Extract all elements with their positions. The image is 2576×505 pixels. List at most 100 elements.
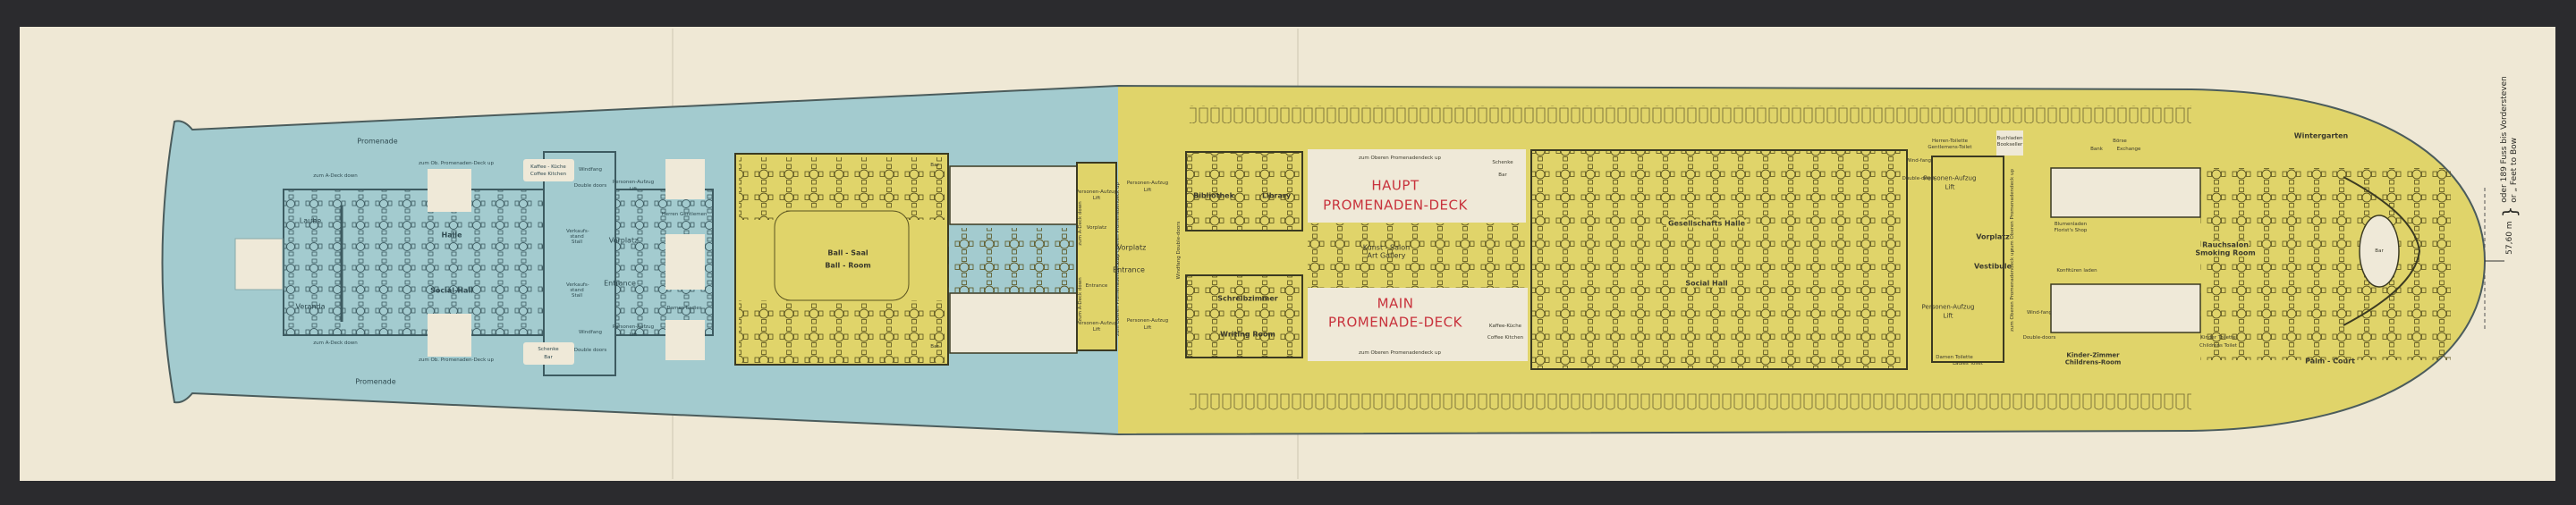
coffee-kitchen-2-en: Coffee Kitchen (1487, 335, 1524, 341)
bookseller-box (1996, 130, 2023, 156)
bow-distance-line2: or „ Feet to Bow (2510, 138, 2519, 203)
laube-label: Laube (299, 216, 322, 225)
upper-stair-bottom: zum Oberen Promenadendeck up (1359, 350, 1441, 356)
vorplatz-label: Vorplatz (608, 236, 639, 245)
double-doors-top: Double doors (573, 183, 607, 189)
bar-box (523, 342, 574, 365)
casing (665, 234, 705, 290)
fwd-double-doors-bottom: Double-doors (2022, 335, 2056, 341)
fwd-windfang-top: Wind-fang (1905, 158, 1932, 164)
exchange-de: Börse (2113, 139, 2127, 144)
child-toilet-de: Kinder Toilette (2200, 335, 2236, 341)
entrance-label: Entrance (604, 279, 636, 288)
stair-a-deck-top: zum A-Deck down (313, 173, 358, 179)
bow-distance-value: 57,60 m (2504, 221, 2514, 255)
dance-floor (774, 210, 910, 301)
mid-lift-bottom-de: Personen-Aufzug (1075, 321, 1118, 326)
stair-upper-bottom: zum Ob. Promenaden-Deck up (418, 358, 495, 363)
mid-lift-top-de: Personen-Aufzug (1075, 189, 1118, 195)
halle-label: Halle (441, 231, 462, 240)
gents-toilet: Herren Gentlemen (661, 212, 708, 217)
windfang-double-doors: Windfang Double-doors (1176, 221, 1182, 280)
casing (665, 159, 705, 199)
fwd-stair-upper-top: zum Oberen Promenadendeck up (2010, 169, 2015, 251)
writing-room-en: Writing Room (1220, 330, 1275, 339)
child-toilet-en: Childrens Toilet (2199, 343, 2237, 349)
bookseller-en: Bookseller (1996, 142, 2023, 147)
brace: } (2499, 206, 2521, 218)
social-hall-room (1530, 149, 1908, 370)
casing (2050, 283, 2201, 333)
mid-lift-bottom-en: Lift (1092, 327, 1101, 332)
casing-haupt (1308, 149, 1526, 223)
casing (949, 292, 1078, 354)
fwd-vestibule: Vestibule (1973, 262, 2012, 271)
florist-de: Blumenladen (2054, 222, 2088, 227)
bar-de: Schenke (538, 347, 559, 352)
childrens-room-en: Childrens-Room (2064, 358, 2122, 366)
writing-room-de: Schreibzimmer (1217, 294, 1278, 303)
windfang-top: Windfang (578, 167, 603, 173)
stern-casing (234, 238, 284, 290)
bank-label: Bank (2090, 147, 2103, 152)
lift-bottom-en: Lift (629, 332, 638, 338)
fwd-windfang-bottom: Wind-fang (2026, 310, 2053, 316)
coffee-kitchen-en: Coffee Kitchen (530, 172, 567, 177)
promenade-label-top: Promenade (357, 137, 398, 146)
lift-2-top-en: Lift (1143, 188, 1152, 193)
writing-room (1185, 274, 1303, 358)
ladies-toilet: Damen Ladies (666, 306, 702, 311)
bow-distance-line1: oder 189 Fuss bis Vordersteven (2500, 76, 2509, 203)
stair-upper-2-bottom: zum Oberen Promenadendeck up (1115, 254, 1121, 336)
ballroom-de: Ball - Saal (827, 248, 869, 257)
windfang-bottom: Windfang (578, 330, 603, 335)
social-hall-en: Social Hall (1683, 279, 1730, 288)
ballroom-corridor (948, 228, 1082, 292)
lift-2-bottom-en: Lift (1143, 325, 1152, 331)
deck-title-en-line2: PROMENADE-DECK (1328, 314, 1462, 331)
aft-entrance-area (543, 151, 616, 376)
ladies-toilet-de: Damen Toilette (1936, 355, 1973, 360)
coffee-kitchen-2-de: Kaffee-Küche (1488, 324, 1522, 329)
mid-a-deck-bottom: zum A-Deck down (1078, 277, 1083, 322)
entrance-2-label: Entrance (1113, 265, 1145, 274)
social-hall-de: Gesellschafts Halle (1665, 219, 1748, 228)
bookseller-de: Buchladen (1996, 136, 2023, 141)
stall-bottom: Verkaufs-stand Stall (566, 282, 589, 299)
mid-vorplatz: Vorplatz (1086, 225, 1107, 231)
double-doors-bottom: Double doors (573, 348, 607, 353)
deck-title-en-line1: MAIN (1377, 295, 1414, 312)
mid-a-deck-top: zum A-Deck down (1078, 201, 1083, 246)
ballroom-bar-top: Bar (930, 163, 939, 168)
casing (428, 169, 471, 212)
social-hall-label: Social-Hall (430, 286, 473, 295)
ladies-toilet-en: Ladies Toilet (1953, 361, 1983, 366)
florist-en: Florist's Shop (2054, 228, 2088, 233)
promenade-label-bottom: Promenade (355, 377, 396, 386)
gents-toilet-de: Herren-Toilette (1931, 139, 1969, 144)
lift-bottom-de: Personen-Aufzug (612, 324, 655, 330)
bow-distance-text: oder 189 Fuss bis Vordersteven or „ Feet… (2500, 76, 2520, 203)
stair-upper-2-top: zum Oberen Promenadendeck up (1115, 182, 1121, 265)
stair-entrance-block (1076, 162, 1117, 351)
vorplatz-2-label: Vorplatz (1116, 243, 1147, 252)
art-gallery-en: Art Gallery (1367, 251, 1406, 260)
casing-main (1308, 288, 1528, 361)
art-gallery-room (1308, 223, 1528, 288)
lift-2-top-de: Personen-Aufzug (1126, 181, 1169, 186)
ballroom-en: Ball - Room (825, 261, 871, 270)
lift-2-bottom-de: Personen-Aufzug (1126, 318, 1169, 324)
library-en: Library (1261, 191, 1292, 200)
palm-court-screen (2343, 176, 2421, 326)
fwd-double-doors-top: Double-doors (1902, 176, 1936, 181)
library-de: Bibliothek (1193, 191, 1234, 200)
wintergarden-label: Wintergarten (2293, 131, 2349, 140)
deck-chairs-port (1190, 105, 2191, 123)
veranda-label: Veranda (295, 302, 326, 311)
stall-top: Verkaufs-stand Stall (566, 229, 589, 245)
smoking-room-de: Rauchsalon (2202, 240, 2249, 249)
schenke-en: Bar (1498, 173, 1507, 178)
lift-top-de: Personen-Aufzug (612, 180, 655, 185)
ballroom-bar-bottom: Bar (930, 344, 939, 349)
art-gallery-de: Kunst - Salon (1362, 243, 1411, 252)
